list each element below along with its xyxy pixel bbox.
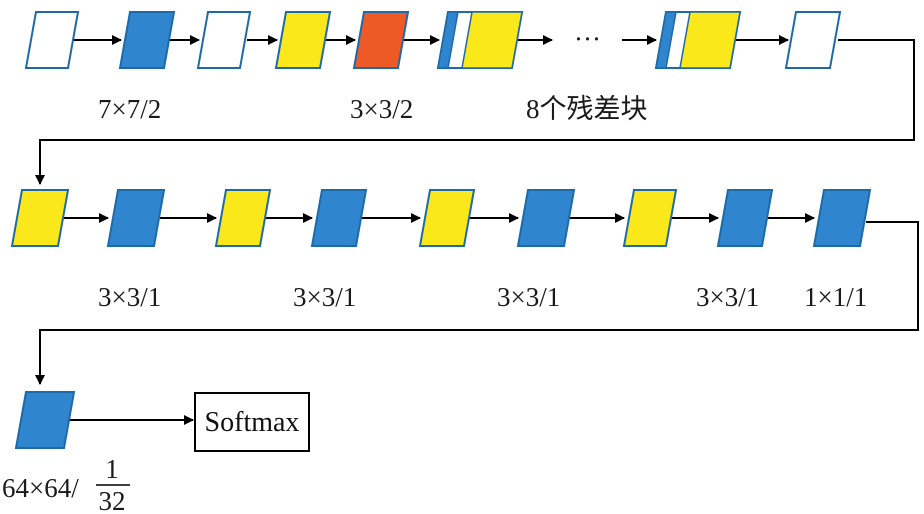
output-block-row1: [784, 11, 842, 69]
label-conv-7x7: 7×7/2: [98, 94, 161, 124]
conv-block: [716, 189, 774, 247]
feature-block: [196, 11, 252, 69]
bn-block: [622, 189, 678, 247]
conv-block: [106, 189, 166, 247]
conv-block: [812, 189, 872, 247]
conv-block: [118, 11, 176, 69]
bn-block: [418, 189, 476, 247]
label-conv-3x3: 3×3/1: [98, 282, 161, 312]
residual-block-last: [654, 11, 742, 69]
conv-block: [516, 189, 576, 247]
bn-block: [274, 11, 332, 69]
row-3: Softmax 64×64/ 1 32: [2, 391, 310, 514]
label-conv-1x1: 1×1/1: [804, 282, 867, 312]
label-conv-3x3: 3×3/1: [696, 282, 759, 312]
label-pool-3x3: 3×3/2: [350, 94, 413, 124]
conv-block: [310, 189, 368, 247]
row-1: ··· 7×7/2 3×3/2 8个残差块: [24, 11, 842, 124]
ellipsis: ···: [574, 24, 601, 54]
row-2: 3×3/1 3×3/1 3×3/1 3×3/1 1×1/1: [10, 189, 872, 312]
connector-row2-row3: [35, 221, 919, 385]
bn-block: [214, 189, 272, 247]
softmax-label: Softmax: [205, 407, 300, 438]
label-conv-3x3: 3×3/1: [293, 282, 356, 312]
label-conv-3x3: 3×3/1: [497, 282, 560, 312]
bn-block: [10, 189, 70, 247]
label-residual-blocks: 8个残差块: [526, 94, 648, 124]
connector-row1-row2: [35, 39, 915, 185]
input-block: [24, 11, 80, 69]
pool-block: [352, 11, 410, 69]
softmax-box: [194, 392, 310, 452]
fraction-denominator: 32: [99, 486, 126, 514]
fraction-numerator: 1: [105, 454, 119, 484]
label-output-size: 64×64/: [2, 473, 79, 503]
residual-block-first: [436, 11, 524, 69]
output-block: [14, 391, 76, 449]
